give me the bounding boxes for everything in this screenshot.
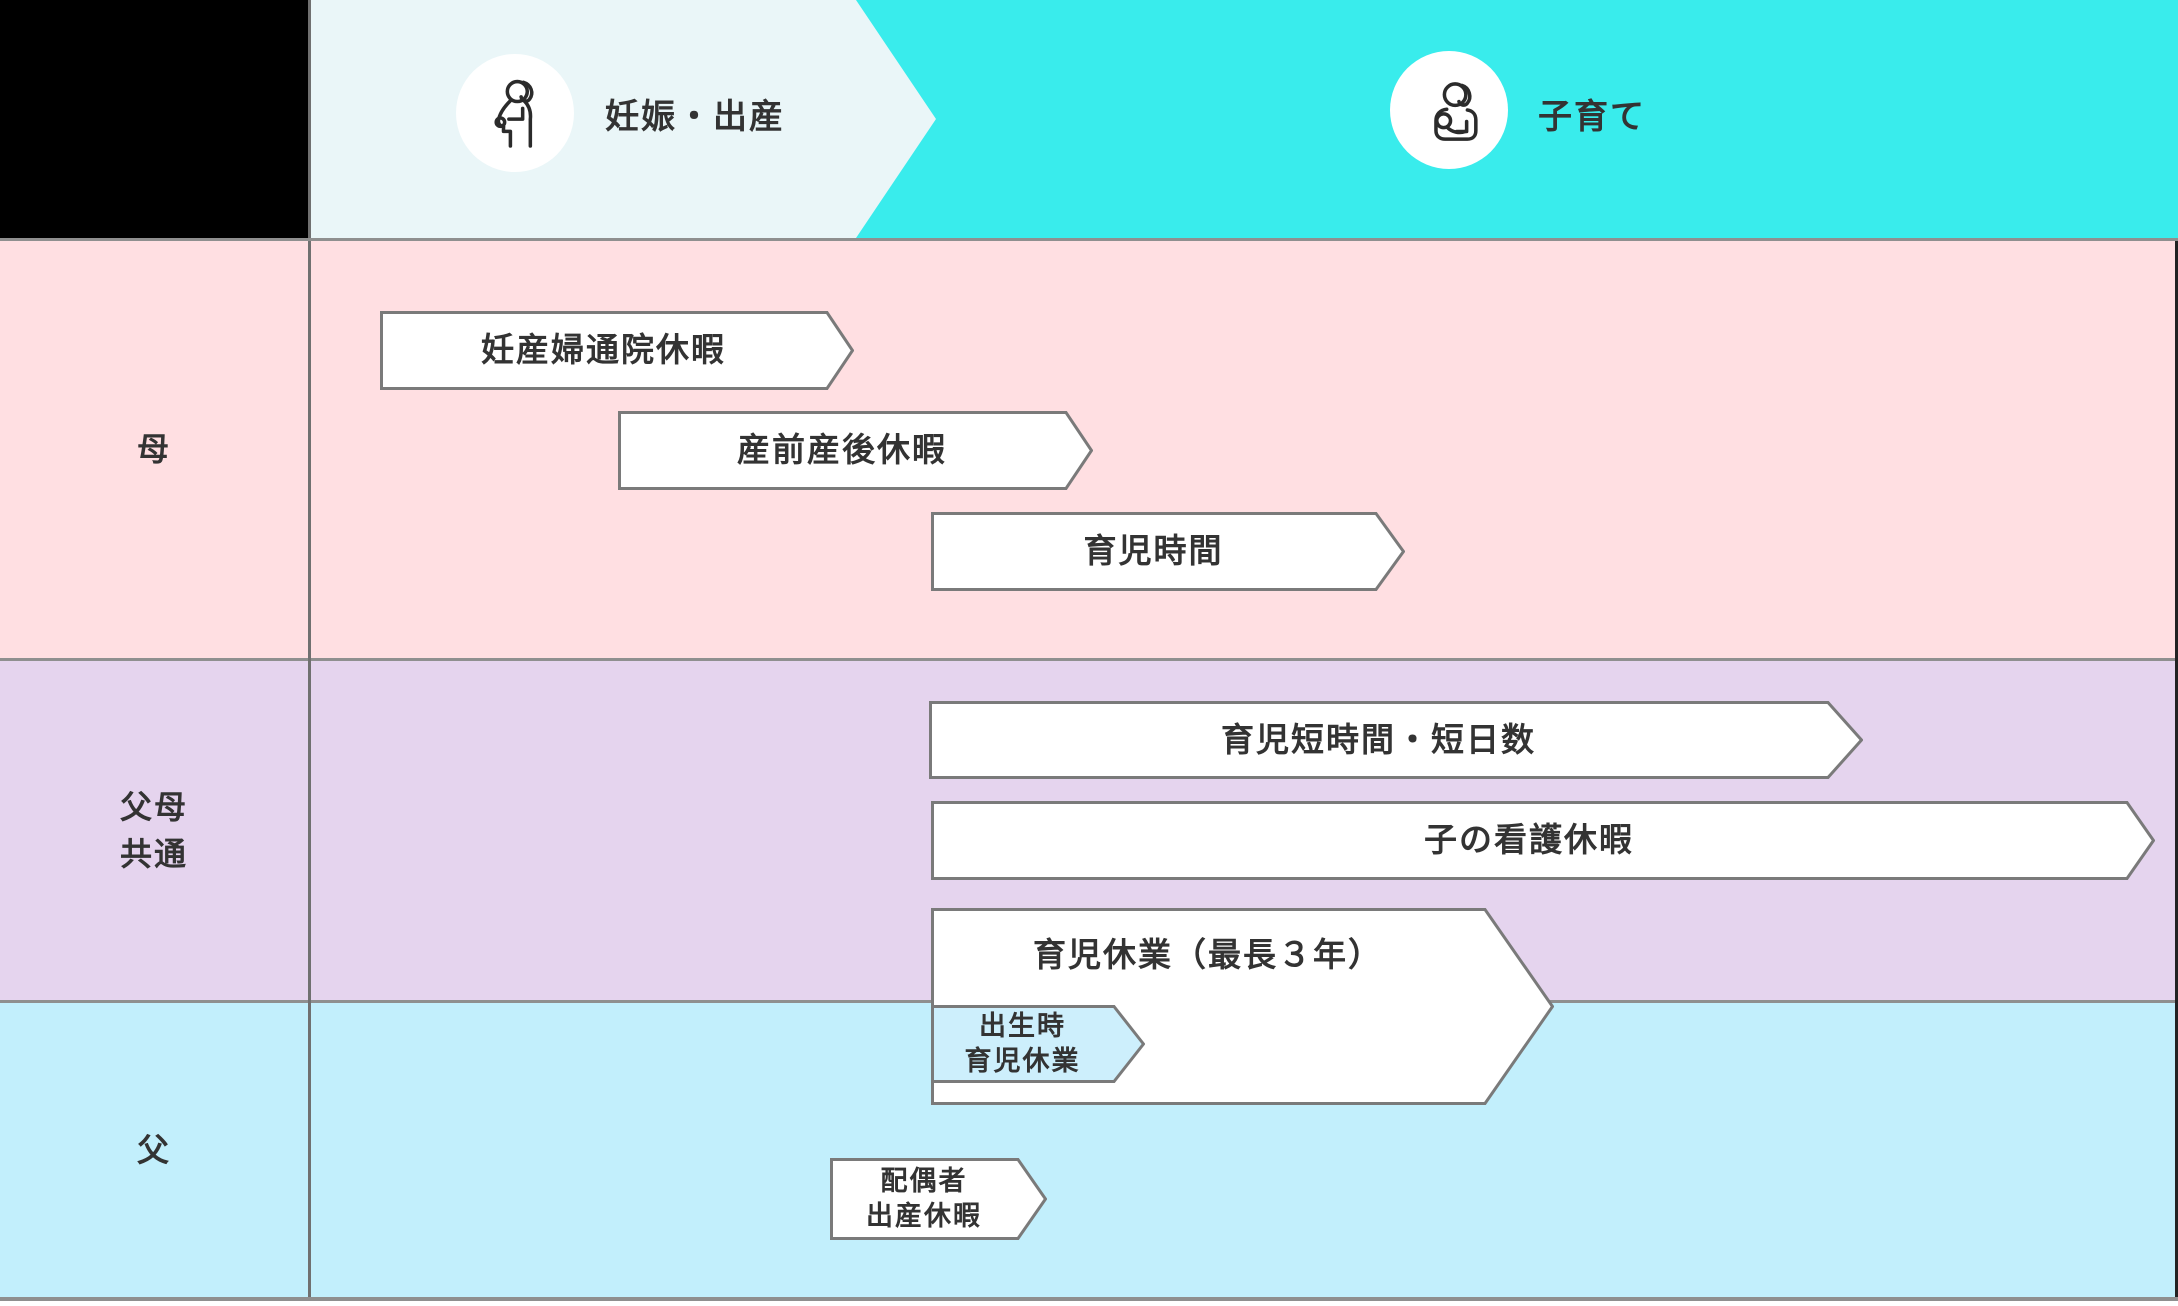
- mother-row-divider-line: [0, 658, 2178, 661]
- header-corner-block: [0, 0, 308, 238]
- header-bottom-line: [0, 238, 2178, 241]
- arrow-label: 育児短時間・短日数: [1221, 720, 1536, 758]
- label-column-divider-line: [308, 0, 311, 1301]
- row-label-mother: 母: [136, 431, 171, 468]
- arrow-label: 出生時 育児休業: [964, 1010, 1081, 1076]
- phase-childcare-label: 子育て: [1538, 97, 1646, 136]
- arrow-label: 子の看護休暇: [1424, 821, 1634, 859]
- arrow-label: 妊産婦通院休暇: [481, 331, 726, 369]
- row-label-father: 父: [136, 1131, 171, 1168]
- bottom-border-line: [0, 1297, 2178, 1301]
- arrow-birth-time-childcare-leave: 出生時 育児休業: [931, 1005, 1145, 1083]
- header-phase-pregnancy-band: [311, 0, 936, 238]
- arrow-spouse-birth-leave: 配偶者 出産休暇: [830, 1158, 1047, 1240]
- arrow-label: 配偶者 出産休暇: [866, 1165, 982, 1231]
- arrow-childcare-time: 育児時間: [931, 512, 1405, 591]
- row-label-both-parents: 父母 共通: [119, 789, 188, 872]
- parent-holding-baby-icon: [1390, 51, 1508, 169]
- arrow-label: 産前産後休暇: [737, 431, 947, 469]
- arrow-label: 育児休業（最長３年）: [1033, 936, 1383, 974]
- right-edge-line: [2175, 240, 2178, 1301]
- pregnant-woman-icon: [456, 54, 574, 172]
- phase-pregnancy-label: 妊娠・出産: [605, 97, 785, 136]
- arrow-label: 育児時間: [1083, 532, 1224, 570]
- arrow-prenatal-postnatal-leave: 産前産後休暇: [618, 411, 1093, 490]
- arrow-maternity-checkup-leave: 妊産婦通院休暇: [380, 311, 854, 390]
- arrow-childcare-short-hours: 育児短時間・短日数: [929, 701, 1863, 779]
- arrow-child-nursing-leave: 子の看護休暇: [931, 801, 2155, 880]
